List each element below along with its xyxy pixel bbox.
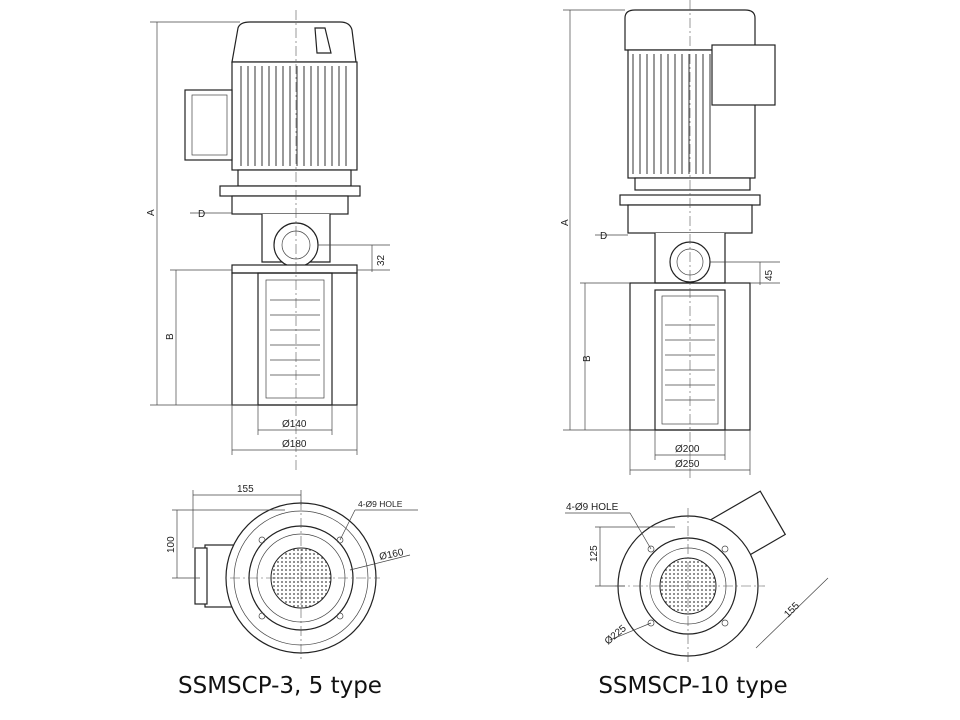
plan-diameter-label: Ø225 <box>603 623 629 647</box>
tank <box>231 272 358 406</box>
dim-b-label: B <box>582 355 593 362</box>
right-elevation-view: A B D 45 Ø200 Ø250 <box>560 0 780 480</box>
plan-dim-155-label: 155 <box>237 484 254 495</box>
plan-diameter-label: Ø160 <box>378 547 405 563</box>
dim-outer-diameter-label: Ø180 <box>282 439 307 450</box>
dim-32-label: 32 <box>376 254 387 266</box>
dim-b-label: B <box>165 333 176 340</box>
dim-outer-diameter-label: Ø250 <box>675 459 700 470</box>
terminal-box <box>711 44 776 106</box>
tank-flange <box>231 264 358 274</box>
motor-flange <box>219 185 361 197</box>
dim-inner-diameter-label: Ø140 <box>282 419 307 430</box>
right-plan-view: 4-Ø9 HOLE 125 Ø225 155 <box>565 490 829 665</box>
left-elevation-view: A B D 32 Ø140 Ø180 <box>146 10 390 470</box>
plan-dim-125-label: 125 <box>589 545 600 562</box>
plan-dim-100-label: 100 <box>166 536 177 553</box>
plan-hole-label: 4-Ø9 HOLE <box>358 499 403 509</box>
dim-45-label: 45 <box>764 269 775 281</box>
terminal-box <box>184 89 233 161</box>
dim-d-label: D <box>600 231 607 242</box>
plan-dim-155-label: 155 <box>782 600 802 620</box>
motor-fan-cover <box>231 21 357 63</box>
left-plan-view: 155 100 4-Ø9 HOLE Ø160 <box>166 484 418 660</box>
right-caption: SSMSCP-10 type <box>598 673 787 699</box>
dim-a-label: A <box>560 219 571 226</box>
left-caption: SSMSCP-3, 5 type <box>178 673 382 699</box>
motor-fan-cover <box>624 9 756 51</box>
pump-stages <box>257 272 333 406</box>
dim-d-label: D <box>198 209 205 220</box>
plan-hole-label: 4-Ø9 HOLE <box>566 502 619 513</box>
dim-inner-diameter-label: Ø200 <box>675 444 700 455</box>
dim-a-label: A <box>146 209 157 216</box>
